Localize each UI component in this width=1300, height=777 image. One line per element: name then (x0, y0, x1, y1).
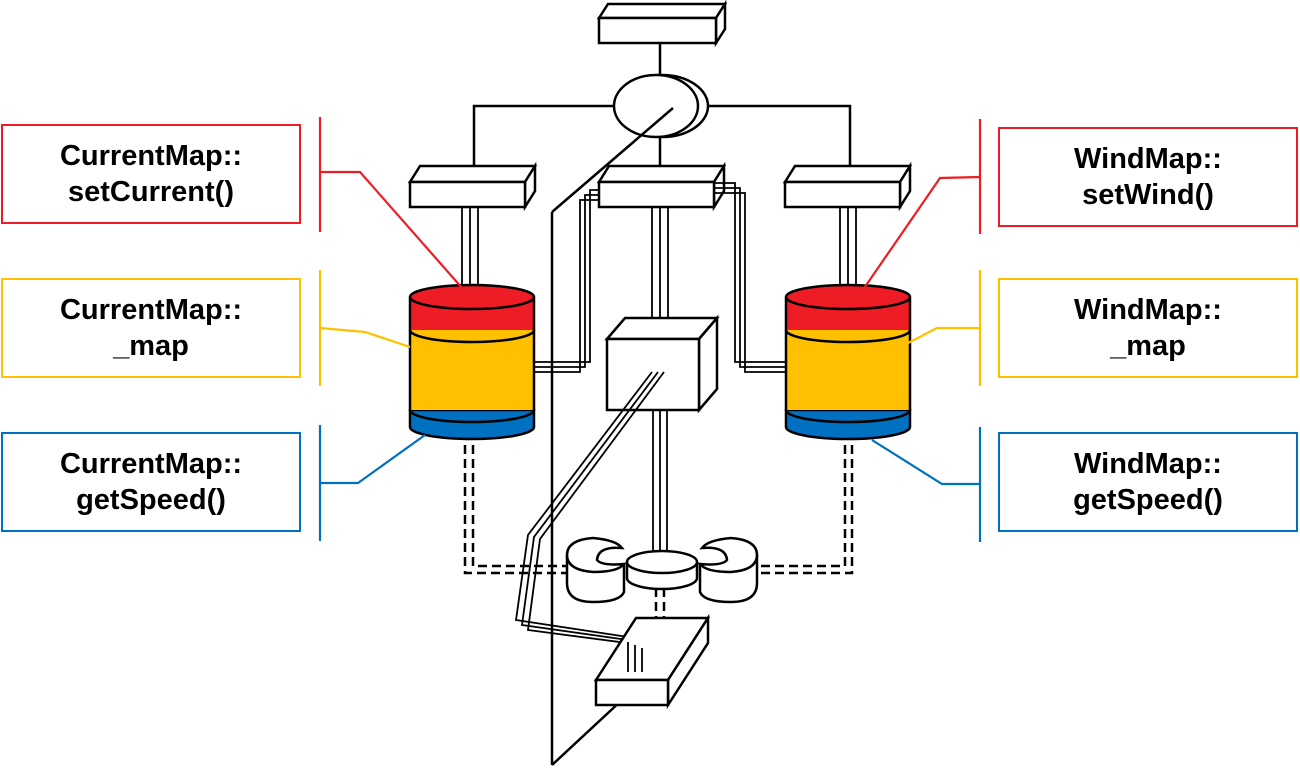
cylinder-left-map (410, 330, 534, 410)
label-wind-setwind-line2: setWind() (1082, 179, 1214, 211)
label-current-getspeed-line2: getSpeed() (76, 484, 226, 516)
dashed-link-right (757, 445, 854, 575)
central-disk (625, 549, 699, 591)
dashed-link-left (463, 445, 567, 575)
connector-current-speed (318, 425, 426, 541)
label-current-setcurrent-line1: CurrentMap:: (59, 140, 243, 172)
cylinder-right-speed (784, 408, 912, 441)
upper-box-center (596, 161, 727, 212)
connector-wind-map (907, 270, 982, 386)
label-current-map-line1: CurrentMap:: (59, 294, 243, 326)
label-current-map: CurrentMap:: _map (1, 278, 301, 378)
label-wind-map: WindMap:: _map (998, 278, 1298, 378)
triple-link-right-cylinder (715, 182, 787, 373)
label-wind-getspeed-line1: WindMap:: (1074, 448, 1222, 480)
label-wind-setwind-line1: WindMap:: (1074, 143, 1222, 175)
label-current-setcurrent-line2: setCurrent() (68, 176, 234, 208)
label-wind-setwind: WindMap:: setWind() (998, 127, 1298, 227)
cylinder-right-map (786, 330, 910, 410)
label-current-setcurrent: CurrentMap:: setCurrent() (1, 124, 301, 224)
label-wind-getspeed-line2: getSpeed() (1073, 484, 1223, 516)
upper-box-right (782, 161, 913, 212)
connector-current-map (318, 270, 411, 386)
c-shape-left (565, 536, 627, 604)
bottom-box (593, 613, 711, 710)
branch-left (472, 104, 614, 166)
label-current-map-line2: _map (113, 330, 189, 362)
label-wind-map-line2: _map (1110, 330, 1186, 362)
c-shape-right (697, 536, 759, 604)
cylinder-left-speed (408, 408, 536, 441)
triple-link-left-cylinder (533, 189, 600, 373)
label-wind-getspeed: WindMap:: getSpeed() (998, 432, 1298, 532)
branch-right (708, 104, 852, 166)
top-box (596, 0, 728, 48)
long-bottom-diagonal (551, 699, 623, 766)
central-cube (604, 314, 720, 414)
central-node (612, 73, 710, 139)
label-current-getspeed-line1: CurrentMap:: (59, 448, 243, 480)
connector-wind-set (857, 119, 982, 298)
connector-current-set (318, 117, 471, 298)
triple-links-vertical (461, 207, 857, 553)
cylinder-left (408, 283, 536, 441)
cylinder-right (784, 283, 912, 441)
connector-wind-speed (871, 427, 982, 542)
upper-box-left (407, 161, 538, 212)
diag-top (551, 107, 674, 213)
label-wind-map-line1: WindMap:: (1074, 294, 1222, 326)
label-current-getspeed: CurrentMap:: getSpeed() (1, 432, 301, 532)
